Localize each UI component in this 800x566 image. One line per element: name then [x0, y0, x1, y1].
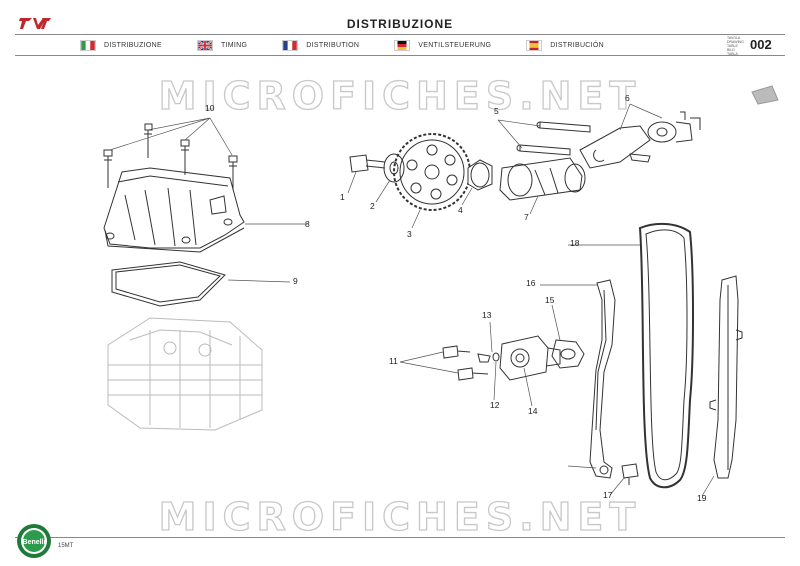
callout-17: 17 — [603, 490, 613, 500]
cam-sprocket — [393, 133, 471, 211]
flag-france-icon — [282, 39, 299, 51]
sprocket-bolt — [349, 154, 386, 173]
cylinder-head-cover — [103, 167, 245, 253]
guide-pivot-bolt — [621, 463, 639, 485]
callout-9: 9 — [293, 276, 298, 286]
callout-10: 10 — [205, 103, 215, 113]
lang-label: DISTRIBUCIÓN — [550, 41, 605, 49]
page-title: DISTRIBUZIONE — [346, 17, 454, 31]
callout-2: 2 — [370, 201, 375, 211]
page-corner-icon — [751, 85, 779, 105]
benelli-logo-icon: Benelli — [16, 523, 52, 559]
camshaft — [499, 157, 586, 201]
callout-15: 15 — [545, 295, 555, 305]
rocker-arms — [579, 111, 701, 169]
footer-rule — [15, 537, 785, 538]
callout-8: 8 — [305, 219, 310, 229]
cover-bolts — [103, 123, 238, 190]
lang-label: DISTRIBUZIONE — [104, 41, 162, 49]
flag-uk-icon — [196, 39, 213, 51]
callout-14: 14 — [528, 406, 538, 416]
timing-chain — [638, 222, 694, 489]
model-code: 15MT — [58, 543, 74, 549]
callout-1: 1 — [340, 192, 345, 202]
callout-3: 3 — [407, 229, 412, 239]
callout-5: 5 — [494, 106, 499, 116]
cylinder-head — [107, 317, 263, 431]
callout-18: 18 — [570, 238, 580, 248]
chain-guide — [709, 275, 743, 479]
callout-7: 7 — [524, 212, 529, 222]
header-rule-top — [15, 34, 785, 35]
callout-16: 16 — [526, 278, 536, 288]
watermark-bottom: MICROFICHES.NET — [158, 494, 642, 539]
flag-spain-icon — [526, 39, 543, 51]
table-label: BILD — [727, 48, 735, 52]
table-label: TABLE — [727, 44, 738, 48]
benelli-logo-text: Benelli — [23, 539, 46, 546]
callout-12: 12 — [490, 400, 500, 410]
flag-italy-icon — [80, 39, 96, 51]
callout-11: 11 — [389, 356, 398, 366]
flag-germany-icon — [394, 39, 411, 51]
watermark-top: MICROFICHES.NET — [158, 73, 642, 118]
lang-item-german: VENTILSTEUERUNG — [394, 39, 492, 51]
cam-chain-tensioner — [442, 335, 585, 381]
lang-label: DISTRIBUTION — [306, 41, 360, 49]
cam-bearing — [467, 159, 493, 191]
leader-lines — [109, 103, 715, 497]
brand-logo-icon — [18, 15, 52, 36]
callout-4: 4 — [458, 205, 463, 215]
lang-item-italian: DISTRIBUZIONE — [80, 39, 162, 51]
callout-6: 6 — [625, 93, 630, 103]
lang-item-spanish: DISTRIBUCIÓN — [526, 39, 605, 51]
cover-gasket — [111, 261, 226, 307]
lang-label: TIMING — [220, 41, 248, 49]
chain-tensioner-guide — [589, 279, 616, 479]
table-label: TABLA — [727, 52, 738, 56]
table-label-list: TAVOLA DRAWING TABLE BILD TABLA — [727, 36, 744, 56]
table-label: DRAWING — [727, 40, 744, 44]
table-label: TAVOLA — [727, 36, 741, 40]
table-number: 002 — [750, 37, 772, 52]
lang-item-english: TIMING — [196, 39, 248, 51]
lang-item-french: DISTRIBUTION — [282, 39, 360, 51]
rocker-shafts — [516, 121, 591, 156]
language-bar: DISTRIBUZIONE TIMING DISTRIBUTION VENTIL… — [80, 37, 720, 53]
callout-19: 19 — [697, 493, 707, 503]
lang-label: VENTILSTEUERUNG — [418, 41, 492, 49]
header-rule-bottom — [15, 55, 785, 56]
callout-13: 13 — [482, 310, 492, 320]
